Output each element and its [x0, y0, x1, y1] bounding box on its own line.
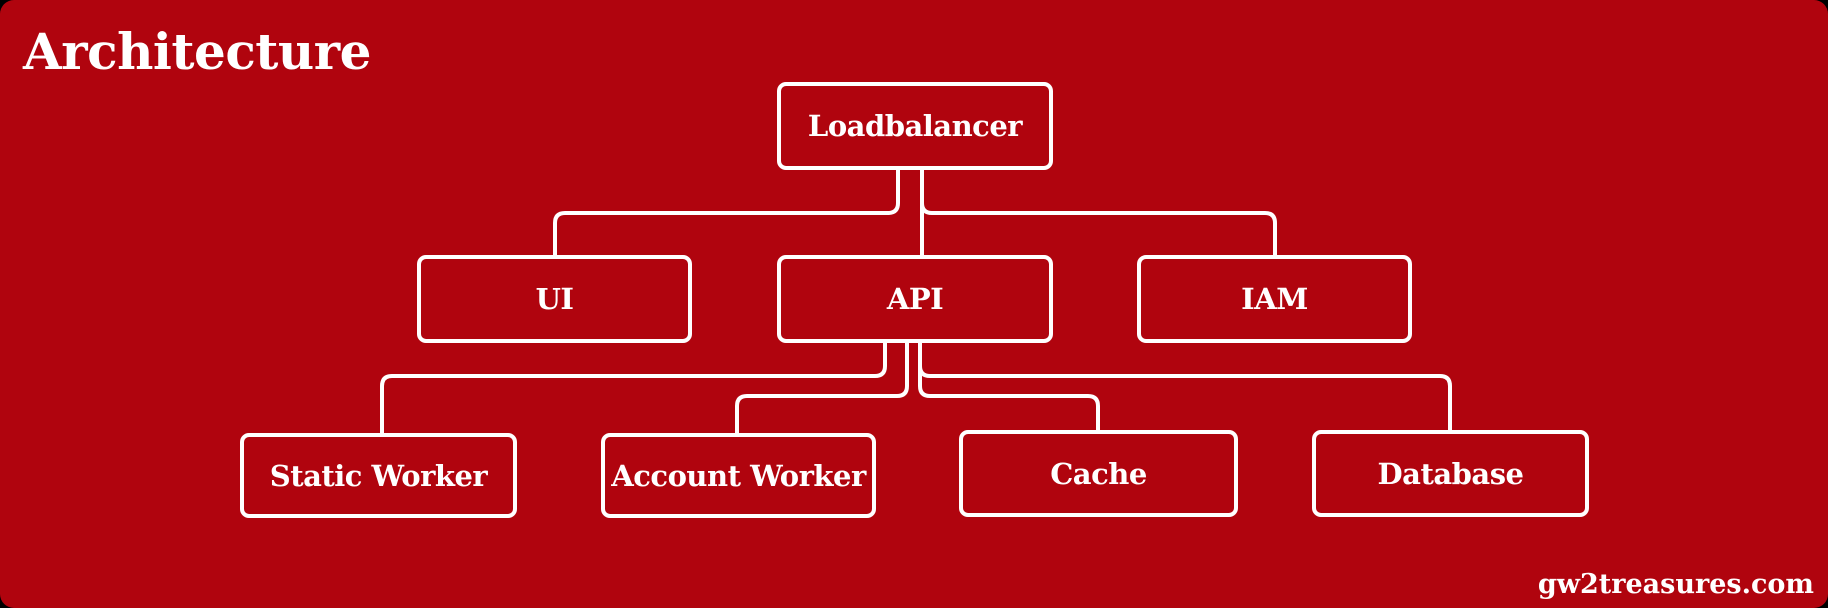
node-iam: IAM	[1137, 255, 1412, 343]
edge-api-static-worker	[380, 343, 887, 434]
node-label: UI	[535, 282, 574, 316]
node-label: API	[886, 282, 944, 316]
node-ui: UI	[417, 255, 692, 343]
node-label: IAM	[1241, 282, 1308, 316]
node-label: Database	[1377, 456, 1524, 491]
edge-loadbalancer-iam	[920, 170, 1277, 256]
page-title: Architecture	[23, 22, 371, 81]
node-static-worker: Static Worker	[240, 433, 534, 535]
node-label: Cache	[1050, 456, 1147, 491]
edge-api-database	[918, 343, 1452, 431]
edge-api-cache	[918, 343, 1100, 431]
node-label: Loadbalancer	[807, 109, 1023, 143]
edge-loadbalancer-ui	[553, 170, 900, 256]
node-label: Static Worker	[269, 458, 488, 493]
node-account-worker: Account Worker	[601, 433, 893, 535]
watermark: gw2treasures.com	[1537, 569, 1814, 600]
edge-api-account-worker	[735, 343, 909, 434]
node-loadbalancer: Loadbalancer	[777, 82, 1053, 170]
node-api: API	[777, 255, 1053, 343]
node-label: Account Worker	[611, 458, 866, 493]
node-cache: Cache	[959, 430, 1238, 517]
node-database: Database	[1312, 430, 1589, 517]
